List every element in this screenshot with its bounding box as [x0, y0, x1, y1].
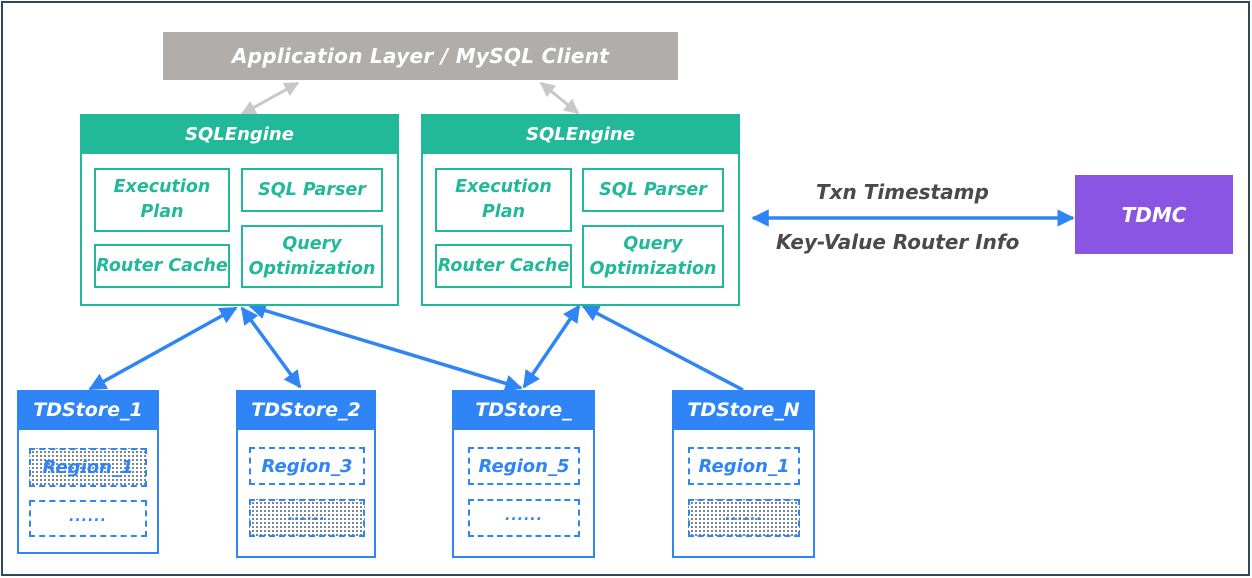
query-optimization-module: Query Optimization: [241, 225, 383, 288]
sql-parser-module: SQL Parser: [241, 168, 383, 212]
sql-engine-2: SQLEngine Execution Plan SQL Parser Rout…: [421, 114, 740, 306]
sql-engine-title: SQLEngine: [421, 114, 740, 154]
tdstore-n: TDStore_N Region_1 ......: [672, 390, 815, 558]
tdmc-box: TDMC: [1075, 175, 1233, 254]
key-value-router-info-label: Key-Value Router Info: [776, 230, 1020, 254]
region-ellipsis-box: ......: [688, 499, 800, 537]
engine1-store3-arrow: [248, 302, 523, 392]
region-box: Region_1: [688, 447, 800, 485]
tdstore-title: TDStore_N: [672, 390, 815, 430]
region-box: Region_5: [468, 447, 580, 485]
engine2-store3-arrow: [522, 304, 581, 389]
execution-plan-module: Execution Plan: [435, 168, 572, 232]
tdstore-2: TDStore_2 Region_3 ......: [236, 390, 376, 558]
router-cache-module: Router Cache: [94, 244, 230, 288]
router-cache-module: Router Cache: [435, 244, 572, 288]
client-engine1-arrow: [240, 81, 300, 116]
tdstore-title: TDStore_1: [17, 390, 159, 430]
tdmc-label: TDMC: [1121, 202, 1187, 227]
tdstore-3: TDStore_ Region_5 ......: [452, 390, 595, 558]
region-ellipsis-box: ......: [29, 500, 147, 537]
region-box: Region_3: [249, 447, 365, 485]
region-ellipsis-box: ......: [249, 499, 365, 537]
application-layer-box: Application Layer / MySQL Client: [163, 32, 678, 80]
tdstore-1: TDStore_1 Region_1 ......: [17, 390, 159, 554]
application-layer-label: Application Layer / MySQL Client: [231, 44, 610, 68]
engine1-store1-arrow: [88, 306, 238, 391]
sql-parser-module: SQL Parser: [582, 168, 724, 212]
query-optimization-module: Query Optimization: [582, 225, 724, 288]
execution-plan-module: Execution Plan: [94, 168, 230, 232]
region-ellipsis-box: ......: [468, 499, 580, 537]
txn-timestamp-label: Txn Timestamp: [816, 180, 989, 204]
sql-engine-title: SQLEngine: [80, 114, 399, 154]
tdstore-title: TDStore_: [452, 390, 595, 430]
region-box: Region_1: [29, 448, 147, 487]
engine2-storeN-arrow: [581, 304, 744, 392]
client-engine2-arrow: [539, 81, 580, 115]
sql-engine-1: SQLEngine Execution Plan SQL Parser Rout…: [80, 114, 399, 306]
tdstore-title: TDStore_2: [236, 390, 376, 430]
